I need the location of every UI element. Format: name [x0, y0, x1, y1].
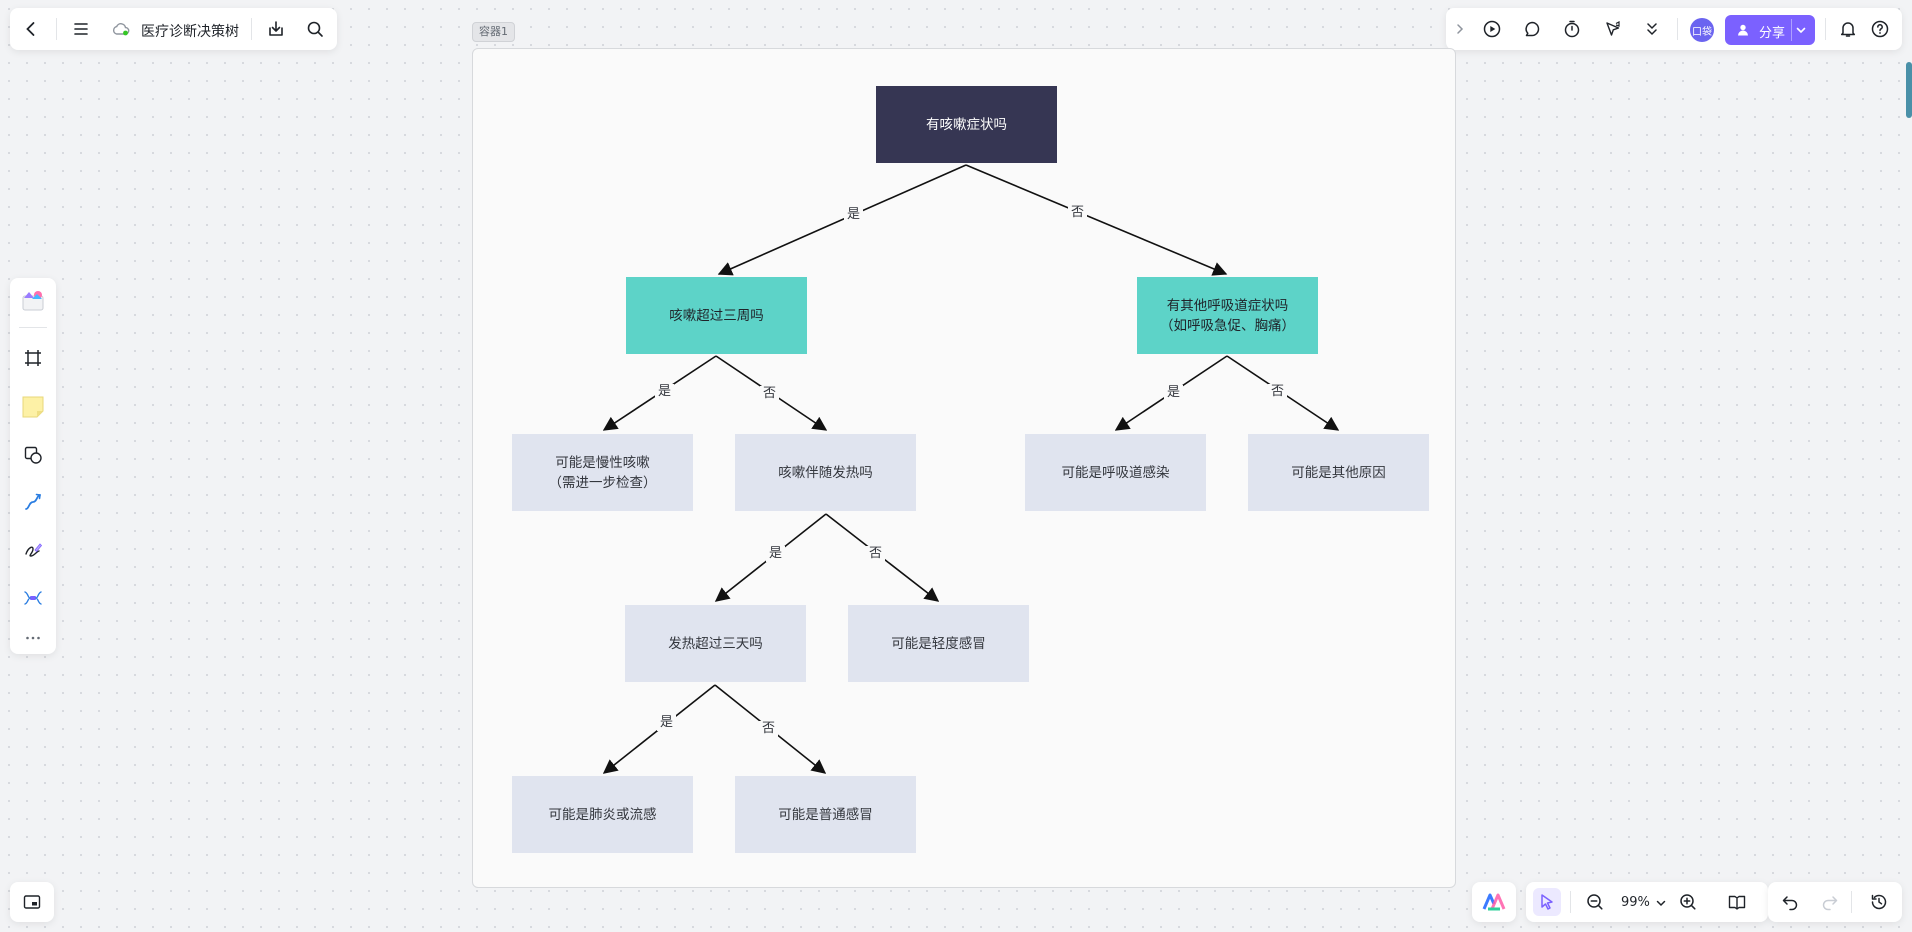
node-respiratory-infection[interactable]: 可能是呼吸道感染: [1025, 434, 1206, 511]
divider: [1677, 18, 1678, 40]
ai-logo-icon[interactable]: [1480, 888, 1508, 916]
history-icon[interactable]: [1865, 888, 1893, 916]
node-cough-with-fever[interactable]: 咳嗽伴随发热吗: [735, 434, 916, 511]
template-icon[interactable]: [17, 285, 49, 317]
add-user-icon: [1738, 24, 1748, 36]
timer-icon[interactable]: [1558, 15, 1586, 43]
play-icon[interactable]: [1478, 15, 1506, 43]
node-fever-three-days[interactable]: 发热超过三天吗: [625, 605, 806, 682]
minimap-icon[interactable]: [18, 888, 46, 916]
menu-icon[interactable]: [67, 15, 95, 43]
node-cough-three-weeks[interactable]: 咳嗽超过三周吗: [626, 277, 807, 354]
chevron-down-icon[interactable]: [1795, 24, 1807, 36]
avatar[interactable]: 口袋: [1690, 18, 1714, 42]
share-label: 分享: [1759, 26, 1786, 41]
zoom-in-icon[interactable]: [1674, 888, 1702, 916]
edge-label-no: 否: [1268, 384, 1288, 400]
edge-label-yes: 是: [657, 715, 677, 731]
divider: [1851, 891, 1852, 913]
edge-label-no: 否: [1068, 205, 1088, 221]
scrollbar-handle[interactable]: [1906, 62, 1912, 118]
bell-icon[interactable]: [1834, 15, 1862, 43]
zoom-level[interactable]: 99%: [1621, 895, 1650, 910]
pen-icon[interactable]: [19, 536, 47, 564]
zoom-out-icon[interactable]: [1581, 888, 1609, 916]
edge-label-no: 否: [759, 721, 779, 737]
container-label[interactable]: 容器1: [472, 22, 515, 42]
node-pneumonia-flu[interactable]: 可能是肺炎或流感: [512, 776, 693, 853]
sticky-note-icon[interactable]: [17, 391, 49, 423]
undo-icon[interactable]: [1776, 888, 1804, 916]
more-down-icon[interactable]: [1638, 15, 1666, 43]
expand-icon[interactable]: [1447, 15, 1473, 43]
document-title[interactable]: 医疗诊断决策树: [141, 24, 239, 40]
select-icon[interactable]: [1533, 888, 1561, 916]
edge-label-yes: 是: [655, 384, 675, 400]
edge-label-yes: 是: [766, 546, 786, 562]
shape-icon[interactable]: [19, 441, 47, 469]
back-icon[interactable]: [17, 15, 45, 43]
chevron-down-icon[interactable]: [1655, 897, 1667, 909]
download-icon[interactable]: [262, 15, 290, 43]
node-common-cold[interactable]: 可能是普通感冒: [735, 776, 916, 853]
node-root[interactable]: 有咳嗽症状吗: [876, 86, 1057, 163]
node-chronic-cough[interactable]: 可能是慢性咳嗽 （需进一步检查）: [512, 434, 693, 511]
redo-icon[interactable]: [1816, 888, 1844, 916]
left-tool-palette: [10, 278, 56, 654]
comment-icon[interactable]: [1518, 15, 1546, 43]
node-other-respiratory[interactable]: 有其他呼吸道症状吗 （如呼吸急促、胸痛）: [1137, 277, 1318, 354]
connector-icon[interactable]: [19, 488, 47, 516]
node-mild-cold[interactable]: 可能是轻度感冒: [848, 605, 1029, 682]
mind-map-icon[interactable]: [19, 584, 47, 612]
edge-label-yes: 是: [844, 207, 864, 223]
divider: [1570, 891, 1571, 913]
top-right-toolbar: [1446, 8, 1902, 50]
divider: [19, 327, 47, 328]
cloud-sync-icon: [108, 15, 134, 43]
help-icon[interactable]: [1866, 15, 1894, 43]
divider: [56, 18, 57, 40]
zoom-toolbar: [1526, 882, 1768, 922]
share-button[interactable]: 分享: [1725, 15, 1815, 45]
frame-icon[interactable]: [19, 344, 47, 372]
search-icon[interactable]: [301, 15, 329, 43]
book-icon[interactable]: [1723, 888, 1751, 916]
edge-label-yes: 是: [1164, 385, 1184, 401]
edge-label-no: 否: [866, 546, 886, 562]
cursor-flag-icon[interactable]: [1599, 15, 1627, 43]
divider: [251, 18, 252, 40]
more-icon[interactable]: [19, 624, 47, 652]
node-other-causes[interactable]: 可能是其他原因: [1248, 434, 1429, 511]
edge-label-no: 否: [760, 386, 780, 402]
divider: [1825, 18, 1826, 40]
